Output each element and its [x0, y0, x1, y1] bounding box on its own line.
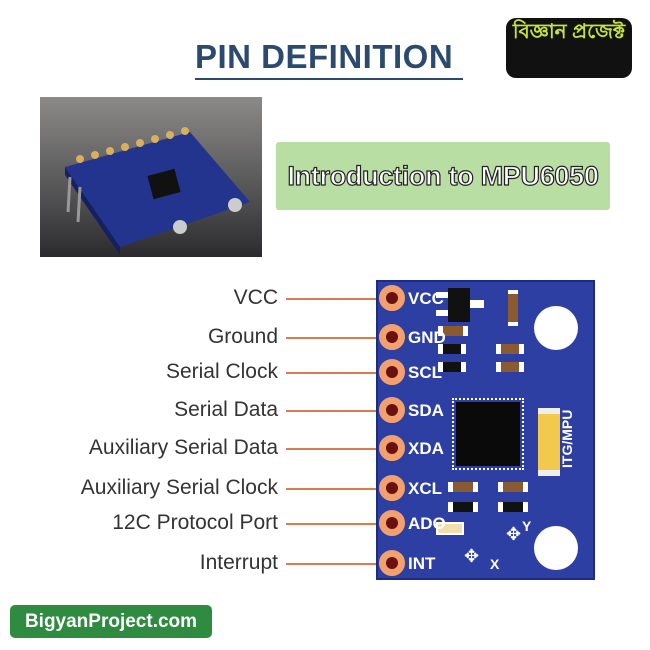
- title-underline: [195, 78, 463, 80]
- pin-name-scl: SCL: [408, 363, 442, 382]
- pin-name-vcc: VCC: [408, 289, 444, 308]
- pin-label-xda: Auxiliary Serial Data: [88, 436, 278, 459]
- pin-label-vcc: VCC: [233, 286, 278, 309]
- pin-label-xcl: Auxiliary Serial Clock: [80, 476, 278, 499]
- pin-name-int: INT: [408, 554, 436, 573]
- pin-label-int: Interrupt: [199, 551, 278, 574]
- website-badge: BigyanProject.com: [10, 605, 212, 638]
- pin-name-gnd: GND: [408, 328, 446, 347]
- pin-int: [379, 550, 405, 576]
- pin-name-ado: ADO: [408, 514, 446, 533]
- pin-gnd: [379, 324, 405, 350]
- pin-name-sda: SDA: [408, 401, 444, 420]
- pin-scl: [379, 359, 405, 385]
- pin-label-gnd: Ground: [207, 325, 278, 348]
- mpu-chip: [452, 398, 524, 470]
- pin-name-xda: XDA: [408, 439, 444, 458]
- chip-label: ITG/MPU: [559, 409, 575, 468]
- wire: [286, 523, 382, 525]
- pin-vcc: [379, 285, 405, 311]
- logo: বিজ্ঞান প্রজেক্ট: [506, 18, 632, 78]
- pin-sda: [379, 397, 405, 423]
- mounting-hole: [534, 526, 578, 570]
- pin-label-sda: Serial Data: [174, 398, 278, 421]
- wire: [286, 488, 382, 490]
- page-title: PIN DEFINITION: [195, 38, 454, 75]
- pin-label-scl: Serial Clock: [165, 360, 278, 383]
- axis-x-icon: ✥: [464, 546, 480, 566]
- pin-label-ado: 12C Protocol Port: [112, 511, 278, 534]
- wire: [286, 372, 382, 374]
- wire: [286, 337, 382, 339]
- module-photo: [40, 97, 262, 257]
- pin-name-xcl: XCL: [408, 479, 442, 498]
- pin-xcl: [379, 475, 405, 501]
- axis-y-icon: ✥: [506, 524, 522, 544]
- mpu6050-board: ITG/MPU ✥ X ✥ Y: [376, 280, 595, 580]
- crystal: [538, 408, 560, 476]
- mounting-hole: [534, 306, 578, 350]
- wire: [286, 448, 382, 450]
- pin-xda: [379, 435, 405, 461]
- intro-text: Introduction to MPU6050: [287, 160, 600, 191]
- regulator: [448, 288, 470, 322]
- axis-y-label: Y: [522, 518, 532, 534]
- wire: [286, 563, 382, 565]
- module-photo-drawing: [65, 127, 250, 255]
- intro-banner: Introduction to MPU6050: [276, 142, 610, 210]
- wire: [286, 410, 382, 412]
- wire: [286, 298, 382, 300]
- website-text: BigyanProject.com: [24, 610, 198, 632]
- pin-ado: [379, 510, 405, 536]
- axis-x-label: X: [490, 556, 500, 572]
